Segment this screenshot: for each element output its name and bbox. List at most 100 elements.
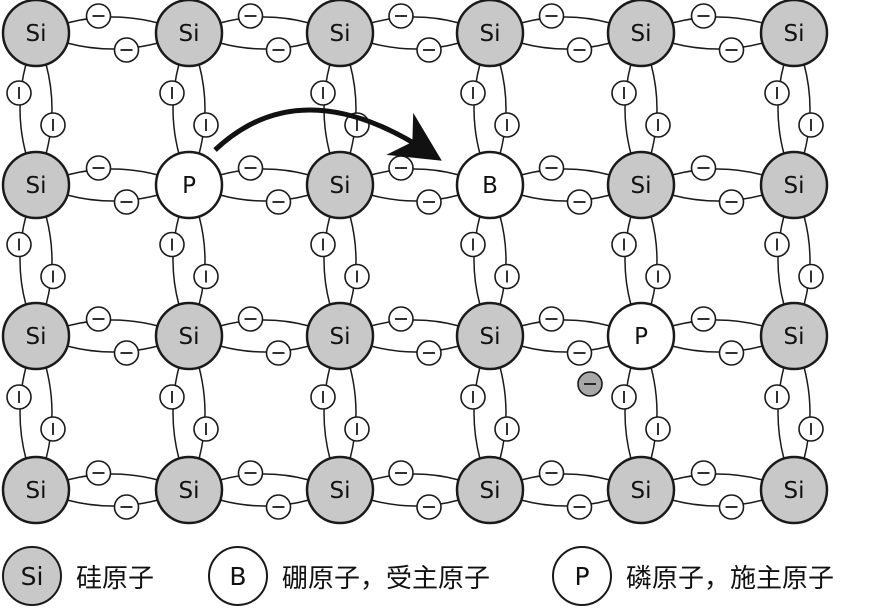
- silicon-atom: Si: [1, 150, 71, 220]
- bond-line: [198, 63, 206, 155]
- bond-electron: [6, 231, 32, 258]
- bond-electron: [193, 263, 219, 290]
- bond-line: [19, 63, 27, 155]
- bond-line: [671, 345, 764, 353]
- bond-electron: [718, 340, 745, 366]
- phosphorus-atom: P: [154, 150, 224, 220]
- atom-symbol: Si: [480, 324, 501, 350]
- bond-line: [473, 366, 481, 460]
- silicon-atom: Si: [606, 150, 676, 220]
- bond-line: [219, 499, 310, 507]
- bond-line: [370, 194, 460, 202]
- atom-symbol: Si: [179, 21, 200, 47]
- atom-symbol: Si: [330, 324, 351, 350]
- atom-symbol: P: [634, 324, 648, 350]
- bond-line: [66, 168, 159, 176]
- bond-electron: [416, 494, 442, 520]
- atom-symbol: Si: [631, 478, 652, 504]
- bond-electron: [310, 231, 336, 258]
- bond-electron: [416, 340, 442, 366]
- bond-line: [499, 215, 507, 306]
- atom-symbol: Si: [631, 173, 652, 199]
- silicon-atom: Si: [1, 455, 71, 525]
- boron-atom: B: [455, 150, 525, 220]
- bond-electron: [237, 3, 264, 29]
- bond-electron: [40, 416, 66, 442]
- bond-line: [19, 366, 27, 460]
- bond-electron: [538, 460, 565, 486]
- bond-line: [803, 63, 811, 155]
- atom-symbol: Si: [330, 478, 351, 504]
- bond-electron: [237, 306, 264, 332]
- bond-electron: [193, 112, 219, 138]
- bond-line: [66, 194, 159, 202]
- atom-symbol: Si: [179, 478, 200, 504]
- bond-line: [349, 366, 357, 460]
- bond-line: [172, 215, 180, 306]
- bond-line: [671, 319, 764, 327]
- legend-item-boron: B 硼原子，受主原子: [208, 544, 490, 608]
- bond-electron: [388, 155, 414, 181]
- bond-electron: [159, 384, 185, 410]
- silicon-atom: Si: [305, 301, 375, 371]
- bond-line: [671, 194, 764, 202]
- silicon-atom: Si: [759, 0, 829, 68]
- bond-electron: [85, 3, 112, 29]
- silicon-atom: Si: [305, 150, 375, 220]
- atom-symbol: B: [482, 173, 498, 199]
- bond-line: [650, 63, 658, 155]
- bond-line: [520, 194, 611, 202]
- bond-line: [520, 319, 611, 327]
- atom-symbol: Si: [26, 173, 47, 199]
- bond-electron: [494, 263, 520, 290]
- bond-electron: [237, 155, 264, 181]
- bond-electron: [611, 384, 637, 410]
- atom-symbol: Si: [179, 324, 200, 350]
- bond-electron: [460, 80, 486, 106]
- bond-electron: [718, 37, 745, 63]
- bond-line: [624, 366, 632, 460]
- bond-line: [66, 42, 159, 50]
- legend-boron-label: 硼原子，受主原子: [282, 563, 491, 594]
- bond-line: [219, 319, 310, 327]
- bond-line: [803, 366, 811, 460]
- free-electron: [577, 371, 603, 397]
- bond-line: [671, 42, 764, 50]
- atom-symbol: Si: [631, 21, 652, 47]
- bond-line: [370, 473, 460, 481]
- bond-line: [66, 499, 159, 507]
- bond-electron: [6, 80, 32, 106]
- bond-line: [520, 499, 611, 507]
- legend: Si 硅原子 B 硼原子，受主原子 P 磷原子，施主原子: [0, 540, 879, 611]
- bond-line: [219, 42, 310, 50]
- bond-electron: [460, 231, 486, 258]
- bond-electron: [690, 155, 717, 181]
- bond-electron: [113, 189, 140, 215]
- bond-line: [499, 63, 507, 155]
- silicon-atom: Si: [759, 150, 829, 220]
- bond-electron: [645, 263, 671, 290]
- bond-electron: [538, 306, 565, 332]
- atom-symbol: Si: [26, 324, 47, 350]
- bond-line: [349, 63, 357, 155]
- bond-electron: [85, 460, 112, 486]
- bond-electron: [566, 340, 593, 366]
- bond-electron: [344, 263, 370, 290]
- bond-line: [370, 42, 460, 50]
- atom-symbol: Si: [784, 324, 805, 350]
- bond-electron: [388, 3, 414, 29]
- bond-electron: [193, 416, 219, 442]
- bond-electron: [690, 306, 717, 332]
- silicon-atom: Si: [455, 0, 525, 68]
- bond-electron: [494, 416, 520, 442]
- bond-line: [520, 168, 611, 176]
- atom-symbol: P: [182, 173, 196, 199]
- bond-line: [473, 63, 481, 155]
- bond-electron: [159, 80, 185, 106]
- bond-electron: [265, 37, 292, 63]
- bond-electron: [538, 155, 565, 181]
- silicon-atom: Si: [759, 455, 829, 525]
- bond-line: [172, 366, 180, 460]
- bond-line: [219, 345, 310, 353]
- bond-electron: [265, 494, 292, 520]
